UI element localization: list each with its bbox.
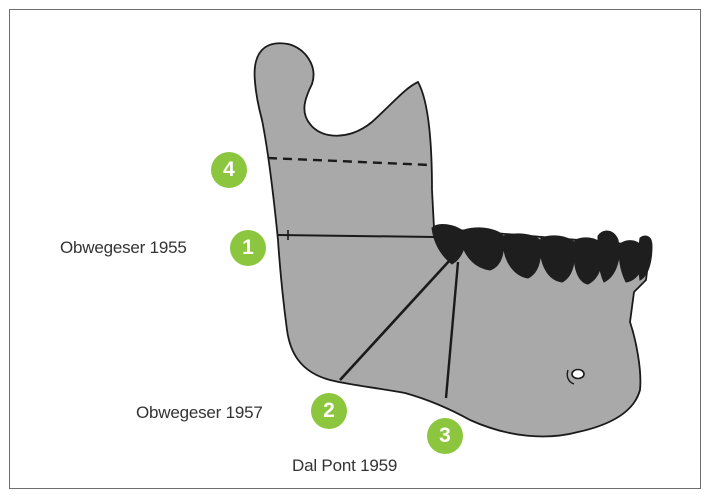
label-dal-pont-1959: Dal Pont 1959 — [292, 456, 397, 476]
badge-1: 1 — [230, 230, 266, 266]
tooth-8 — [639, 236, 653, 280]
label-obwegeser-1957: Obwegeser 1957 — [136, 403, 263, 423]
badge-4: 4 — [211, 152, 247, 188]
label-obwegeser-1955: Obwegeser 1955 — [60, 238, 187, 258]
badge-2: 2 — [311, 393, 347, 429]
badge-3: 3 — [427, 418, 463, 454]
